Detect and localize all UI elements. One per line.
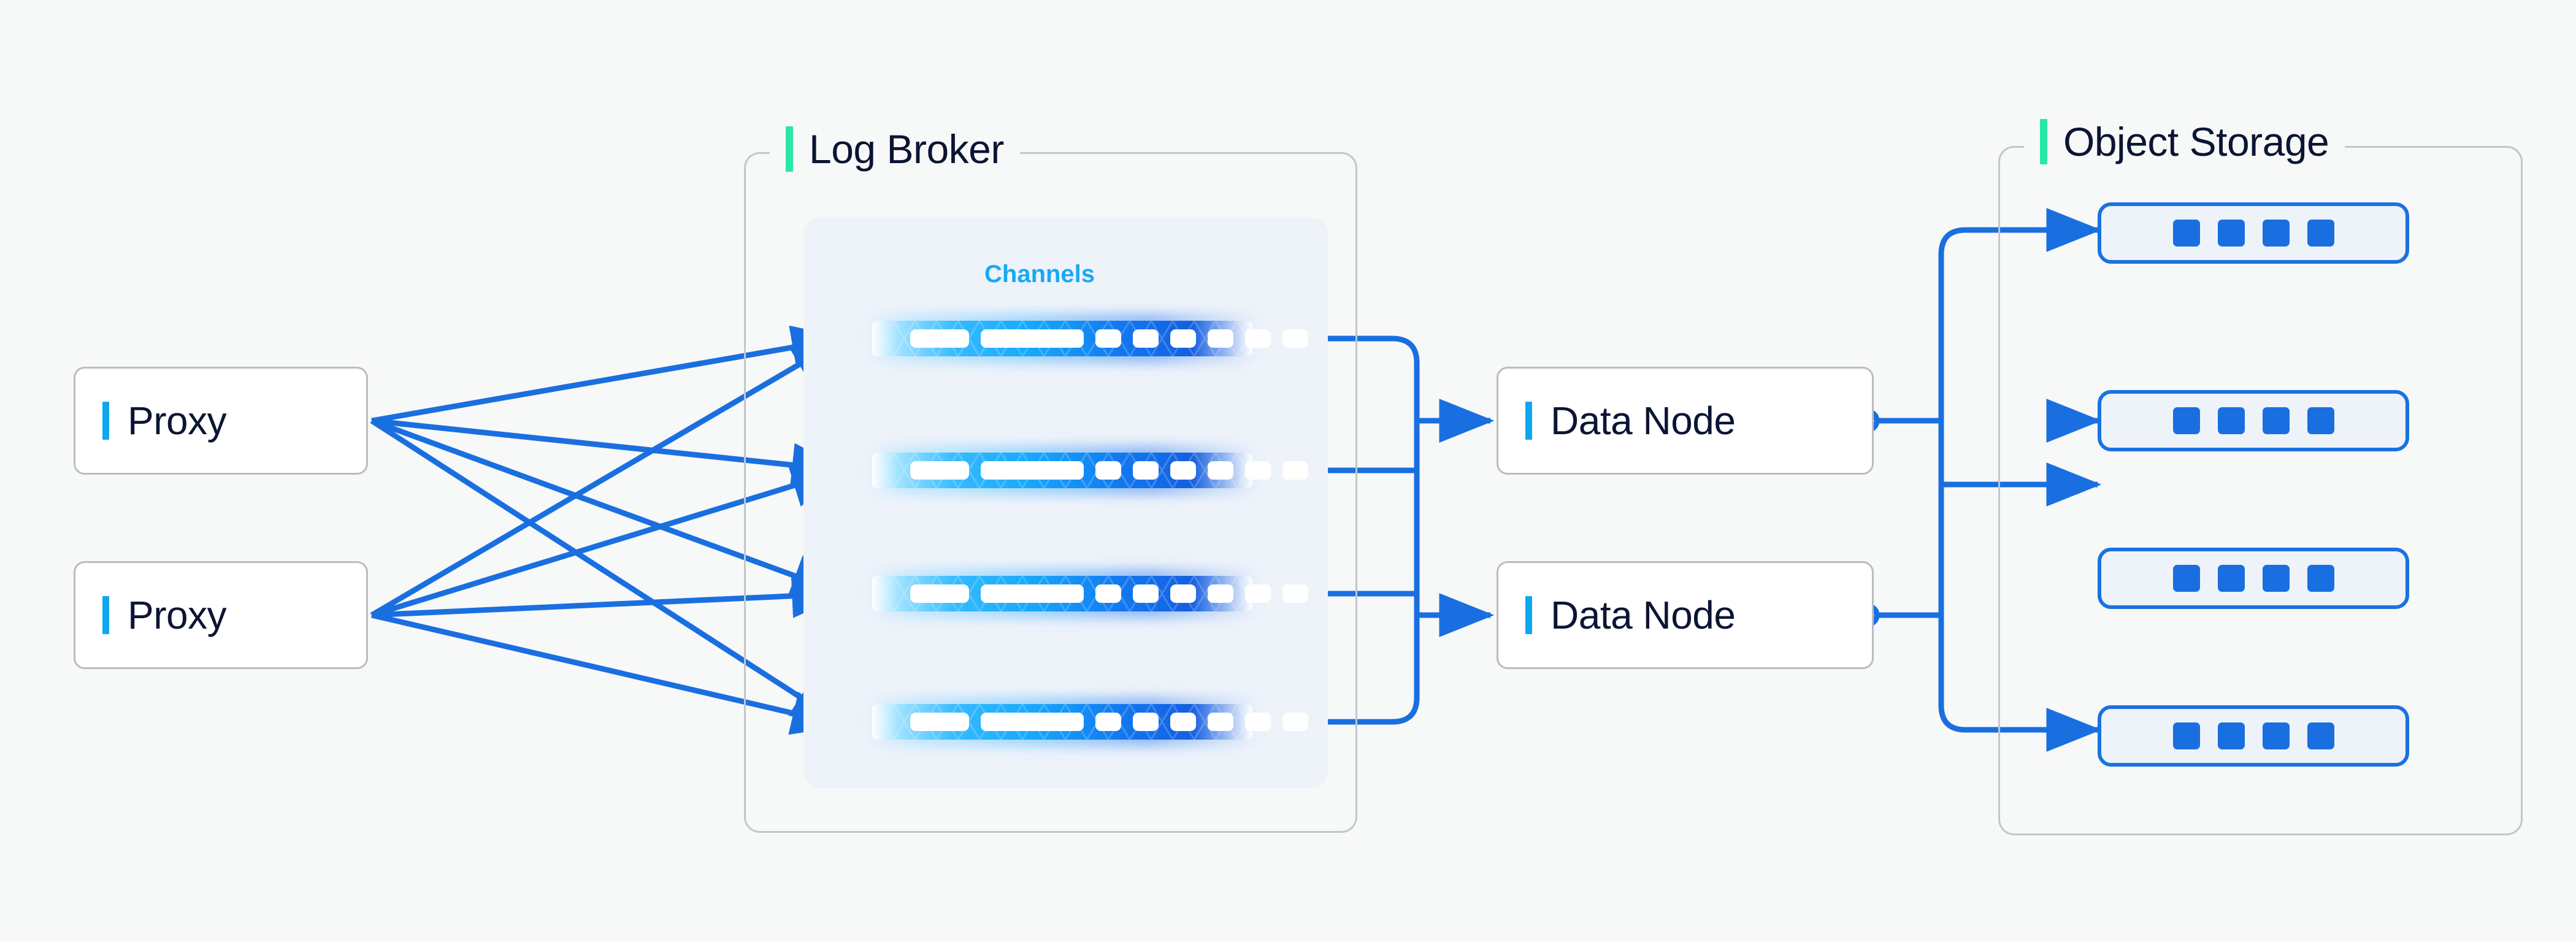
proxy-node-1[interactable]: Proxy xyxy=(74,367,368,475)
channel-bar-2[interactable] xyxy=(864,445,1308,496)
storage-cell xyxy=(2217,722,2245,749)
channel-bar-1[interactable] xyxy=(864,313,1308,364)
storage-cell xyxy=(2217,565,2245,592)
object-storage-title: Object Storage xyxy=(2024,115,2345,168)
storage-box-3[interactable] xyxy=(2098,548,2409,609)
storage-cell xyxy=(2172,722,2200,749)
channels-panel xyxy=(803,218,1328,788)
accent-bar-icon xyxy=(1525,402,1532,440)
channels-heading: Channels xyxy=(984,261,1095,288)
data-node-2[interactable]: Data Node xyxy=(1497,561,1874,669)
accent-bar-icon xyxy=(102,402,109,440)
data-node-label: Data Node xyxy=(1551,399,1736,443)
proxy-node-2[interactable]: Proxy xyxy=(74,561,368,669)
storage-cell xyxy=(2172,407,2200,434)
proxy-label: Proxy xyxy=(128,399,227,443)
accent-bar-icon xyxy=(102,596,109,634)
storage-cell xyxy=(2262,565,2290,592)
channel-blocks xyxy=(872,453,1308,488)
storage-box-4[interactable] xyxy=(2098,705,2409,767)
log-broker-title: Log Broker xyxy=(770,123,1020,175)
data-node-1[interactable]: Data Node xyxy=(1497,367,1874,475)
storage-cell xyxy=(2307,722,2334,749)
channel-bar-4[interactable] xyxy=(864,697,1308,747)
accent-bar-icon xyxy=(1525,596,1532,634)
storage-cell xyxy=(2307,220,2334,247)
object-storage-title-text: Object Storage xyxy=(2063,119,2329,164)
storage-box-1[interactable] xyxy=(2098,202,2409,264)
storage-cell xyxy=(2217,220,2245,247)
channel-blocks xyxy=(872,576,1308,611)
proxy-label: Proxy xyxy=(128,593,227,637)
storage-cell xyxy=(2172,565,2200,592)
storage-box-2[interactable] xyxy=(2098,390,2409,451)
storage-cell xyxy=(2307,565,2334,592)
data-node-label: Data Node xyxy=(1551,593,1736,637)
channel-bar-3[interactable] xyxy=(864,569,1308,619)
storage-cell xyxy=(2262,407,2290,434)
storage-cell xyxy=(2172,220,2200,247)
accent-bar-icon xyxy=(786,126,793,172)
channel-blocks xyxy=(872,704,1308,740)
log-broker-title-text: Log Broker xyxy=(809,126,1004,172)
storage-cell xyxy=(2307,407,2334,434)
channel-blocks xyxy=(872,321,1308,356)
storage-cell xyxy=(2217,407,2245,434)
storage-cell xyxy=(2262,220,2290,247)
storage-cell xyxy=(2262,722,2290,749)
accent-bar-icon xyxy=(2040,119,2047,164)
